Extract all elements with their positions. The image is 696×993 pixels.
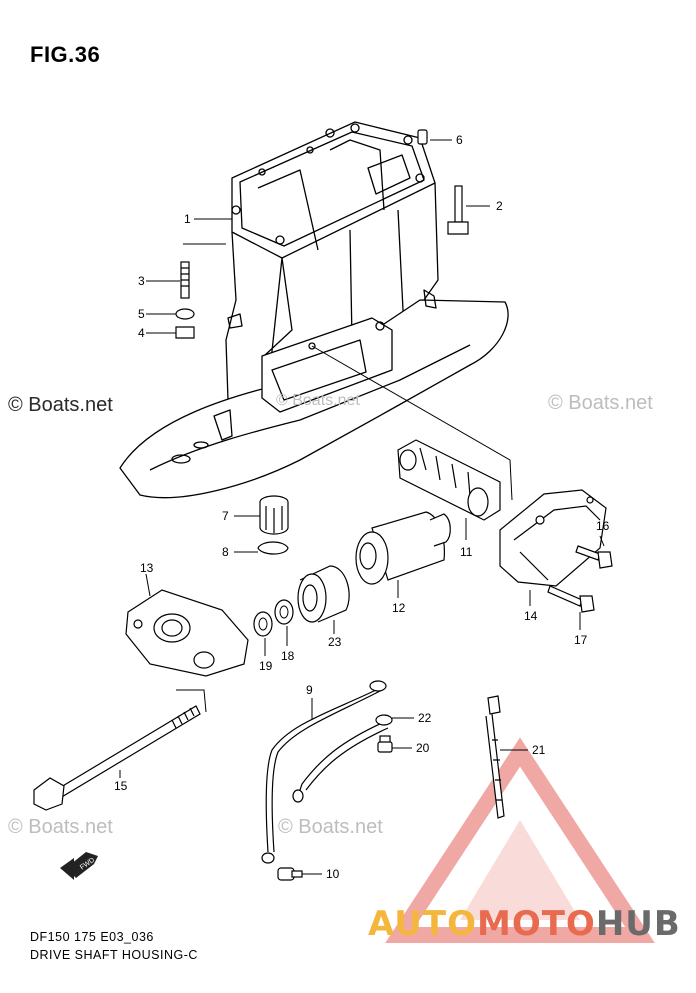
callout-17: 17 xyxy=(574,633,588,647)
callout-3: 3 xyxy=(138,274,145,288)
callout-21: 21 xyxy=(532,743,546,757)
figure-title: FIG.36 xyxy=(30,42,101,67)
brand-part-3: HUB xyxy=(595,904,681,944)
callout-4: 4 xyxy=(138,326,145,340)
callout-5: 5 xyxy=(138,307,145,321)
callout-18: 18 xyxy=(281,649,295,663)
bushing-7 xyxy=(259,495,289,535)
watermark-left: © Boats.net xyxy=(8,394,113,416)
callout-7: 7 xyxy=(222,509,229,523)
callout-9: 9 xyxy=(306,683,313,697)
watermark-right: © Boats.net xyxy=(548,392,653,414)
ground-wire-9 xyxy=(261,680,393,864)
callout-23: 23 xyxy=(328,635,342,649)
callout-6: 6 xyxy=(456,133,463,147)
screw-20 xyxy=(377,735,393,753)
brand-wordmark: AUTOMOTOHUB xyxy=(368,904,681,944)
watermark-bottom-center: © Boats.net xyxy=(278,816,383,838)
cover-14 xyxy=(499,489,607,587)
callout-15: 15 xyxy=(114,779,128,793)
washer-19-hole xyxy=(258,617,268,631)
mount-12 xyxy=(355,511,451,585)
dowel-pin xyxy=(417,129,428,145)
bracket-13 xyxy=(125,589,249,677)
washer-18 xyxy=(274,599,294,625)
watermark-center: © Boats.net xyxy=(276,392,360,409)
screw-10 xyxy=(277,867,303,881)
callout-13: 13 xyxy=(140,561,154,575)
watermark-bottom-left: © Boats.net xyxy=(8,816,113,838)
leader-line-15 xyxy=(176,689,207,713)
callout-14: 14 xyxy=(524,609,538,623)
callout-8: 8 xyxy=(222,545,229,559)
drive-shaft-housing xyxy=(119,121,509,499)
callout-22: 22 xyxy=(418,711,432,725)
callout-12: 12 xyxy=(392,601,406,615)
rubber-mount-11 xyxy=(397,439,501,521)
callout-leaders xyxy=(119,139,605,875)
callout-20: 20 xyxy=(416,741,430,755)
bolt-17 xyxy=(547,585,595,613)
brand-part-2: MOTO xyxy=(476,904,596,944)
washer-19 xyxy=(253,611,273,637)
figure-caption: DRIVE SHAFT HOUSING-C xyxy=(30,948,198,962)
callout-19: 19 xyxy=(259,659,273,673)
fwd-arrow-icon: FWD xyxy=(60,852,98,880)
callout-16: 16 xyxy=(596,519,610,533)
callout-numbers: 1 2 3 4 5 6 7 8 9 10 11 12 13 14 15 16 1… xyxy=(114,133,610,881)
washer-18-hole xyxy=(279,605,289,619)
figure-code: DF150 175 E03_036 xyxy=(30,930,154,944)
brand-part-1: AUTO xyxy=(368,904,477,944)
stud-3 xyxy=(180,261,190,299)
brand-logo-triangle xyxy=(385,737,655,943)
seal-23 xyxy=(297,565,350,623)
bolt-16 xyxy=(575,545,613,569)
leader-line xyxy=(311,345,513,501)
o-ring-8 xyxy=(257,541,289,555)
callout-11: 11 xyxy=(460,545,473,559)
callout-1: 1 xyxy=(184,212,191,226)
nut-4 xyxy=(175,326,195,339)
callout-2: 2 xyxy=(496,199,503,213)
washer-5 xyxy=(175,308,195,320)
cable-tie-21 xyxy=(485,695,505,819)
bolt-2 xyxy=(447,185,469,235)
callout-10: 10 xyxy=(326,867,340,881)
long-bolt-15 xyxy=(33,705,201,811)
